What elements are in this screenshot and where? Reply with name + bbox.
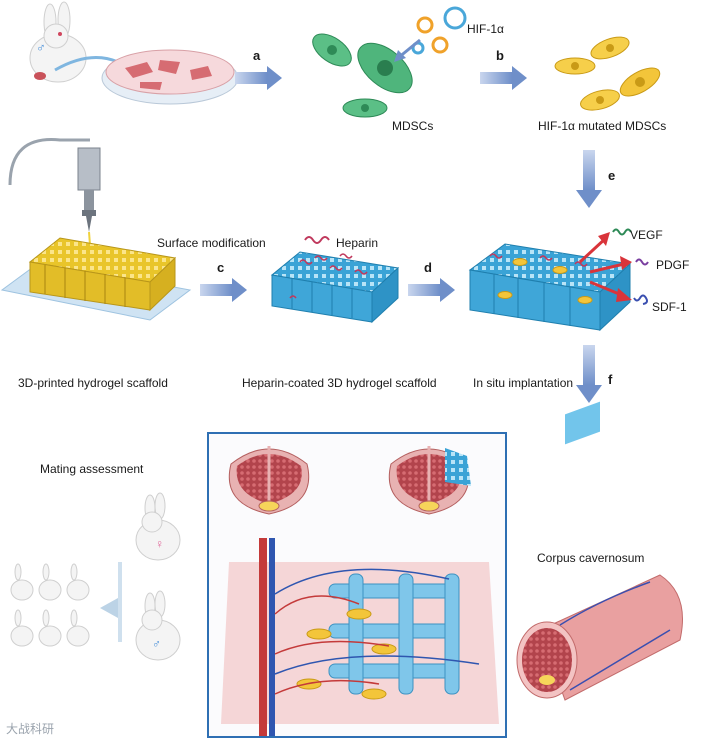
mutated-mdsc-cells — [554, 36, 661, 111]
arrow-b — [480, 72, 512, 84]
arrow-d — [408, 284, 440, 296]
heparin-coated-scaffold — [270, 251, 400, 324]
heparin-label: Heparin — [336, 236, 379, 250]
printed-scaffold — [0, 237, 192, 321]
hif-label: HIF-1α — [467, 22, 504, 36]
mdscs-label: MDSCs — [392, 119, 434, 133]
female-rabbit: ♀ — [135, 492, 181, 561]
offspring-arrow — [100, 598, 118, 618]
culture-dish — [101, 49, 239, 105]
arrow-c — [200, 284, 232, 296]
arrow-f — [583, 345, 595, 385]
plasmid-icons — [411, 6, 467, 55]
printed-scaffold-label: 3D-printed hydrogel scaffold — [18, 376, 168, 390]
surface-modification-label: Surface modification — [157, 236, 266, 250]
printer-nozzle — [8, 138, 101, 259]
cell-loaded-scaffold — [468, 243, 632, 332]
step-d-label: d — [424, 260, 432, 275]
mating-assessment-label: Mating assessment — [40, 462, 144, 476]
svg-text:♂: ♂ — [36, 40, 46, 55]
donor-rabbit: ♂ — [29, 1, 87, 83]
offspring-rabbits — [10, 563, 90, 647]
corpus-cavernosum-label: Corpus cavernosum — [537, 551, 645, 565]
sdf1-label: SDF-1 — [652, 300, 687, 314]
arrow-a — [235, 72, 267, 84]
step-b-label: b — [496, 48, 504, 63]
implant-detail-frame — [207, 432, 507, 738]
heparin-icon — [304, 236, 330, 244]
cross-section-normal — [228, 446, 310, 515]
cross-section-implanted — [388, 446, 471, 515]
growth-factor-arrows — [578, 228, 649, 305]
pdgf-label: PDGF — [656, 258, 690, 272]
male-rabbit: ♂ — [135, 590, 181, 661]
vegf-label: VEGF — [630, 228, 663, 242]
step-c-label: c — [217, 260, 225, 275]
harvest-arrow — [54, 56, 119, 72]
in-situ-implantation-label: In situ implantation — [473, 376, 574, 390]
svg-text:♀: ♀ — [155, 537, 164, 551]
mutated-mdscs-label: HIF-1α mutated MDSCs — [538, 119, 667, 133]
implant-detail-art — [221, 446, 499, 736]
arrow-e — [583, 150, 595, 190]
implant-3d-view — [221, 538, 499, 736]
corpus-cavernosum-model — [516, 401, 683, 701]
step-f-label: f — [608, 372, 613, 387]
coated-scaffold-label: Heparin-coated 3D hydrogel scaffold — [242, 376, 437, 390]
mdsc-cells — [312, 33, 413, 118]
watermark-logo: 大战科研 — [6, 722, 55, 736]
step-a-label: a — [253, 48, 261, 63]
svg-text:♂: ♂ — [152, 637, 161, 651]
step-e-label: e — [608, 168, 616, 183]
